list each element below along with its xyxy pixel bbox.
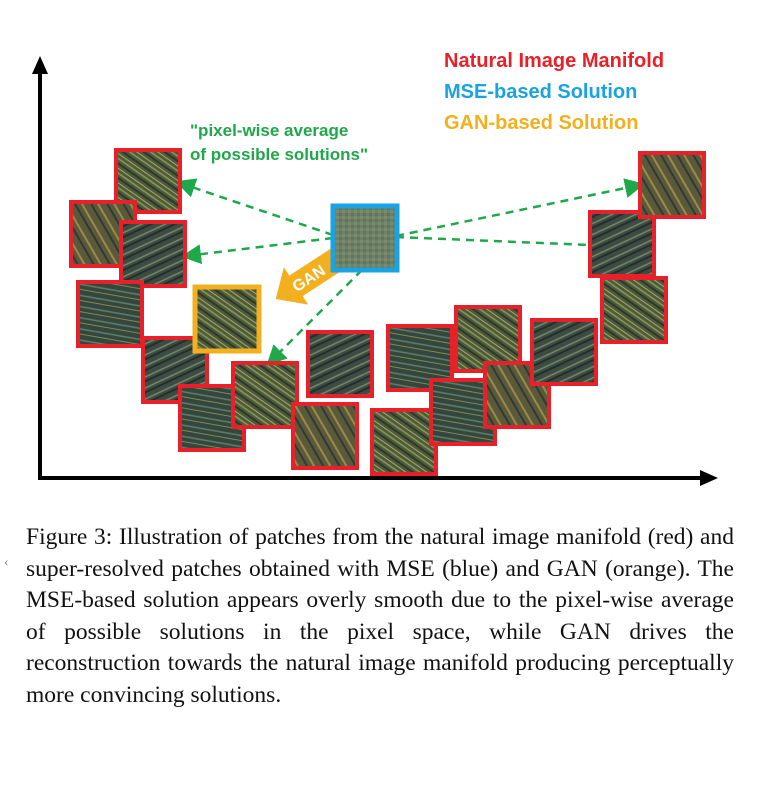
manifold-patch bbox=[530, 318, 598, 386]
average-annotation-line1: "pixel-wise average bbox=[190, 121, 348, 140]
legend: Natural Image Manifold MSE-based Solutio… bbox=[444, 50, 664, 134]
legend-item-mse: MSE-based Solution bbox=[444, 81, 637, 103]
manifold-patch bbox=[370, 408, 438, 476]
average-annotation-line2: of possible solutions" bbox=[190, 145, 368, 164]
legend-item-gan: GAN-based Solution bbox=[444, 112, 638, 134]
figure-caption: Figure 3: Illustration of patches from t… bbox=[26, 524, 734, 708]
manifold-patch bbox=[306, 330, 374, 398]
manifold-patches bbox=[69, 148, 706, 476]
edge-mark: ‹ bbox=[4, 555, 9, 570]
manifold-patch bbox=[231, 361, 299, 429]
guide-line-top-left bbox=[175, 178, 334, 237]
manifold-patch bbox=[600, 276, 668, 344]
average-guide-lines bbox=[175, 178, 645, 366]
mse-solution-patch bbox=[330, 203, 400, 273]
manifold-diagram: GAN "pixel-wise average of possible solu… bbox=[32, 50, 718, 486]
manifold-patch bbox=[454, 305, 522, 373]
manifold-patch bbox=[588, 210, 656, 278]
manifold-patch bbox=[638, 151, 706, 219]
legend-item-manifold: Natural Image Manifold bbox=[444, 50, 664, 72]
y-axis-arrowhead bbox=[32, 56, 48, 74]
manifold-patch bbox=[119, 220, 187, 288]
gan-solution-patch bbox=[192, 284, 262, 354]
axes bbox=[32, 56, 718, 486]
guide-line-bottom bbox=[266, 269, 363, 366]
guide-line-left bbox=[181, 236, 334, 265]
x-axis-arrowhead bbox=[700, 470, 718, 486]
manifold-patch bbox=[291, 402, 359, 470]
guide-line-right bbox=[380, 226, 591, 247]
manifold-patch bbox=[76, 280, 144, 348]
